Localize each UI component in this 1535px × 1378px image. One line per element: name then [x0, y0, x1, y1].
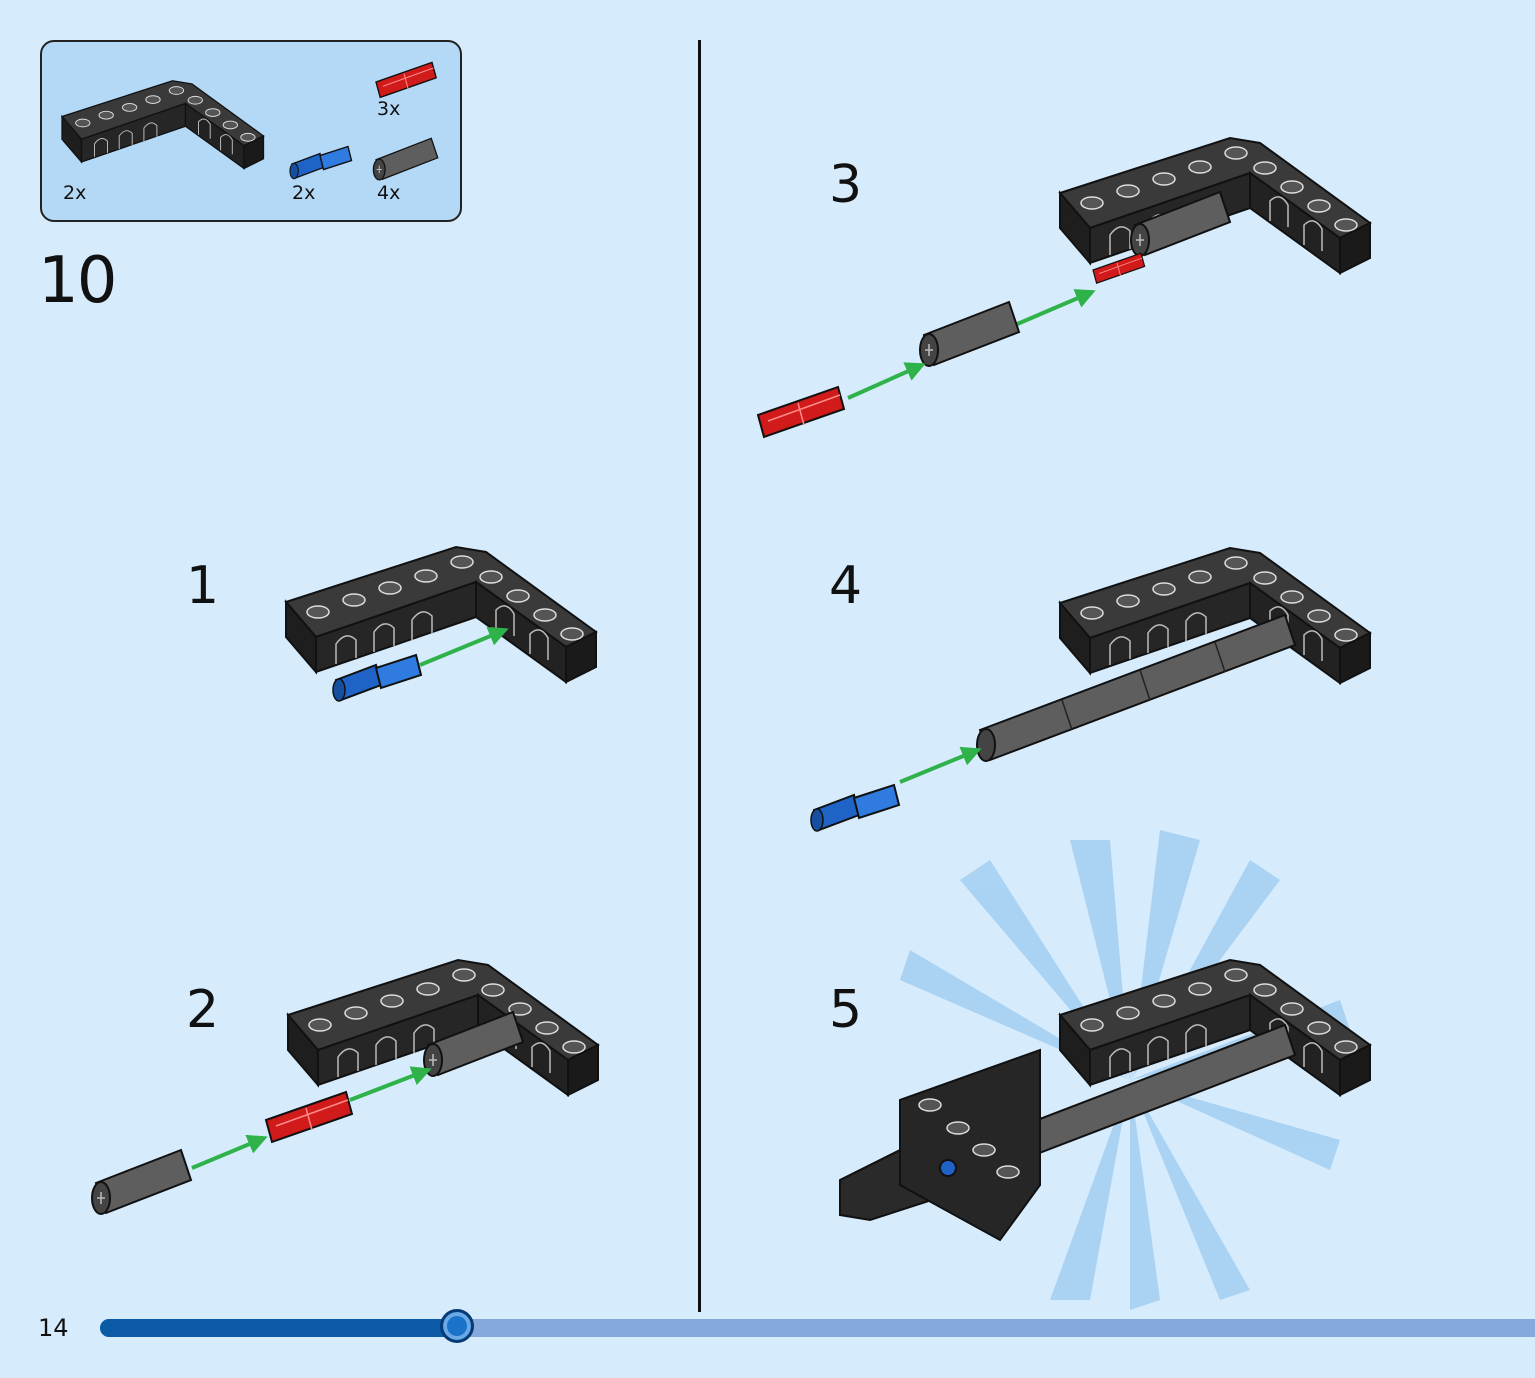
- progress-bar-fill: [100, 1319, 459, 1337]
- substep-3-red-axle: [757, 386, 845, 438]
- substep-2-beam: [287, 959, 599, 1096]
- gray-tube-icon: [372, 137, 439, 181]
- substep-5-blue-pin: [939, 1159, 957, 1177]
- substep-2-arrow-b: [191, 1134, 268, 1170]
- substep-number-5: 5: [829, 980, 863, 1040]
- substep-4-blue-pin: [810, 784, 900, 832]
- column-divider: [698, 40, 701, 1312]
- substep-3-arrow-b: [847, 362, 926, 400]
- substep-2-arrow-a: [349, 1066, 432, 1102]
- substep-number-1: 1: [186, 556, 220, 616]
- substep-1-beam: [285, 546, 597, 683]
- substep-3-arrow-a: [1014, 289, 1096, 327]
- substep-1-arrow: [419, 626, 509, 667]
- substep-2-red-axle: [265, 1091, 353, 1143]
- red-axle-icon: [375, 61, 437, 99]
- substep-number-3: 3: [829, 155, 863, 215]
- substep-4-arrow: [899, 746, 982, 784]
- substep-3-tube: [919, 301, 1020, 367]
- step-number: 10: [38, 244, 117, 318]
- part-quantity-gray-tube: 4x: [377, 182, 401, 204]
- part-quantity-blue-pin: 2x: [292, 182, 316, 204]
- progress-bar-knob: [439, 1309, 474, 1343]
- part-quantity-red-axle: 3x: [377, 98, 401, 120]
- page-number: 14: [38, 1314, 69, 1342]
- l-beam-icon: [61, 80, 265, 170]
- substep-number-4: 4: [829, 556, 863, 616]
- substep-5-end-beam: [899, 1048, 1041, 1242]
- part-quantity-l-beam: 2x: [63, 182, 87, 204]
- progress-bar: [100, 1309, 1535, 1343]
- substep-number-2: 2: [186, 980, 220, 1040]
- blue-pin-icon: [289, 145, 353, 180]
- substep-2-tube: [91, 1149, 192, 1215]
